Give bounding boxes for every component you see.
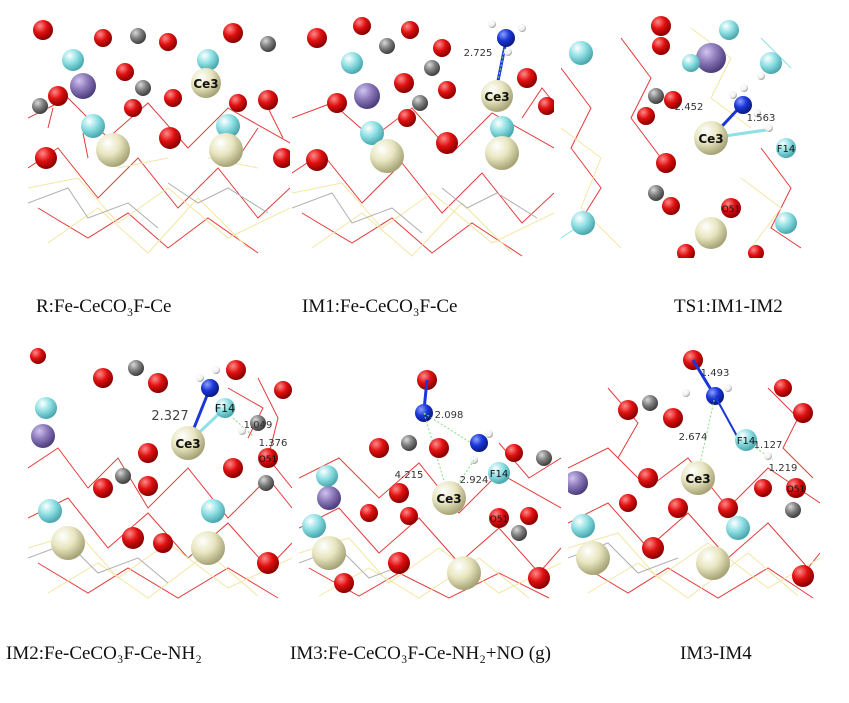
atom-label-f14: F14 xyxy=(215,402,235,415)
structure-ts1: 2.452 1.563 Ce3 F14 O51 xyxy=(561,16,801,258)
atoms xyxy=(306,17,554,173)
distance-label: 2.725 xyxy=(464,48,493,59)
distance-label: 2.327 xyxy=(151,409,188,424)
structure-im2: 2.327 1.049 1.376 Ce3 F14 O51 xyxy=(28,348,292,599)
wireframe xyxy=(292,87,554,257)
caption-im3: IM3:Fe-CeCO₃F-Ce-NH₂+NO (g) xyxy=(290,643,551,664)
atoms xyxy=(569,16,797,258)
panel-im3-im4: 1.493 2.674 1.127 1.219 Ce3 F14 O51 xyxy=(568,348,820,600)
distance-label: 1.127 xyxy=(754,440,783,451)
atom-label-ce3: Ce3 xyxy=(436,492,461,506)
caption-r: R:Fe-CeCO₃F-Ce xyxy=(36,296,172,317)
atom-label-o51: O51 xyxy=(490,515,509,525)
distance-label: 2.674 xyxy=(679,432,708,443)
distance-label: 1.376 xyxy=(259,438,288,449)
distance-label: 4.215 xyxy=(395,470,424,481)
panel-im1: 2.725 Ce3 xyxy=(292,8,554,258)
atom-label-o51: O51 xyxy=(259,455,278,465)
panel-r: Ce3 xyxy=(28,8,290,258)
distance-label: 1.493 xyxy=(701,368,730,379)
distance-label: 1.049 xyxy=(244,420,273,431)
atom-label-f14: F14 xyxy=(737,436,755,447)
structure-r: Ce3 xyxy=(28,20,290,254)
distance-label: 1.219 xyxy=(769,463,798,474)
atom-label-ce3: Ce3 xyxy=(193,77,218,91)
caption-im3-im4: IM3-IM4 xyxy=(680,643,752,664)
atom-label-ce3: Ce3 xyxy=(175,437,200,451)
atom-label-ce3: Ce3 xyxy=(685,472,710,486)
caption-im2: IM2:Fe-CeCO₃F-Ce-NH₂ xyxy=(6,643,202,664)
structure-im1: 2.725 Ce3 xyxy=(292,17,554,257)
atom-label-f14: F14 xyxy=(777,144,795,155)
atom-label-ce3: Ce3 xyxy=(698,132,723,146)
atoms xyxy=(568,350,814,587)
atom-label-o51: O51 xyxy=(787,485,806,495)
panel-im2: 2.327 1.049 1.376 Ce3 F14 O51 xyxy=(28,348,292,600)
atom-label-ce3: Ce3 xyxy=(484,90,509,104)
panel-im3: 2.098 4.215 2.924 Ce3 F14 O51 xyxy=(299,348,561,600)
atoms xyxy=(302,370,552,593)
atoms xyxy=(32,20,290,169)
caption-ts1: TS1:IM1-IM2 xyxy=(674,296,783,317)
atom-label-o51: O51 xyxy=(722,205,741,215)
structure-im3: 2.098 4.215 2.924 Ce3 F14 O51 xyxy=(299,370,561,599)
wireframe xyxy=(568,387,820,599)
distance-label: 1.563 xyxy=(747,113,776,124)
panel-ts1: 2.452 1.563 Ce3 F14 O51 xyxy=(561,8,801,258)
atom-label-f14: F14 xyxy=(490,469,508,480)
atoms xyxy=(30,348,292,574)
distance-label: 2.924 xyxy=(460,475,489,486)
wireframe xyxy=(28,97,290,254)
caption-im1: IM1:Fe-CeCO₃F-Ce xyxy=(302,296,458,317)
distance-label: 2.098 xyxy=(435,410,464,421)
distance-label: 2.452 xyxy=(675,102,704,113)
structure-im3-im4: 1.493 2.674 1.127 1.219 Ce3 F14 O51 xyxy=(568,350,820,599)
